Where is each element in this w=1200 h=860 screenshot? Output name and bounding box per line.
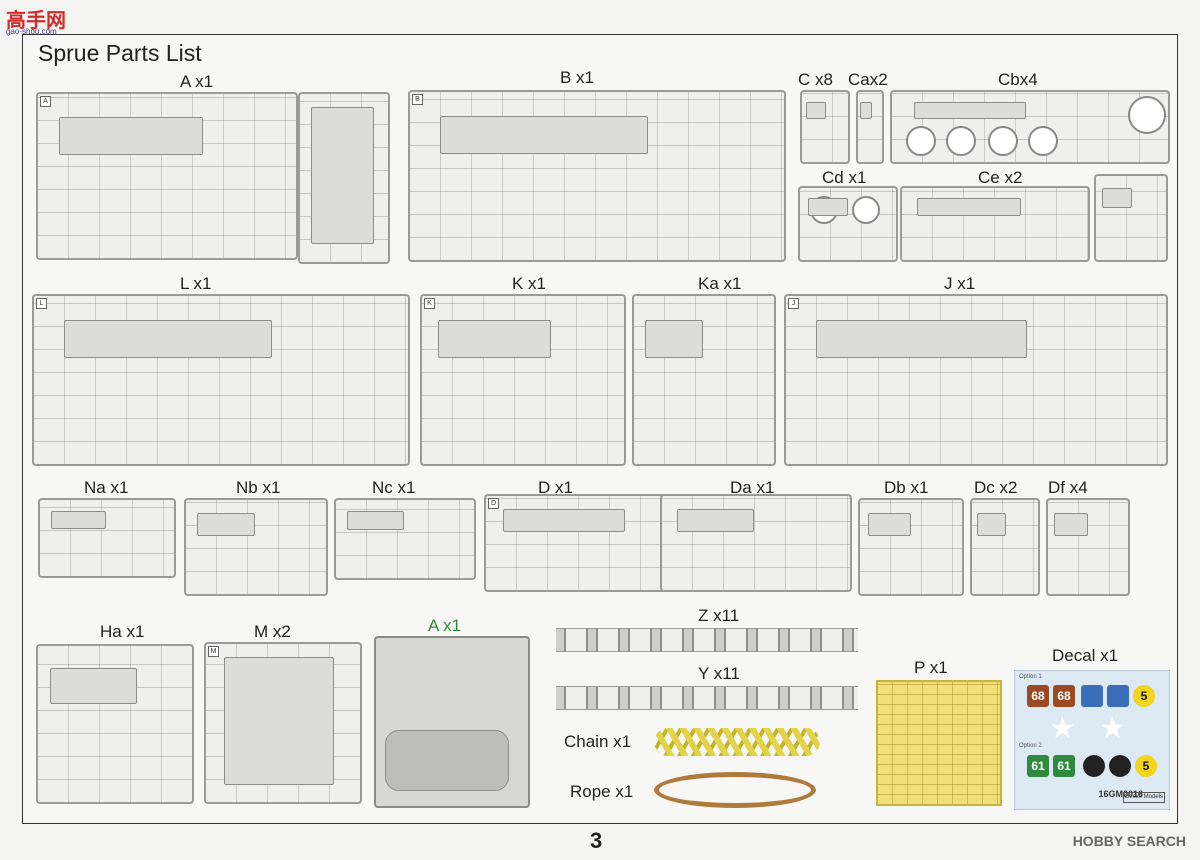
track-links-y bbox=[556, 686, 858, 710]
sprue-l: L bbox=[32, 294, 410, 466]
sprue-dc bbox=[970, 498, 1040, 596]
decal-number-5: 5 bbox=[1133, 685, 1155, 707]
label-sprue-l: L x1 bbox=[180, 274, 212, 293]
decal-option-1-label: Option 1 bbox=[1019, 674, 1042, 680]
sprue-m-tag: M bbox=[208, 646, 219, 657]
decal-brand-logo: Gecko Models bbox=[1122, 792, 1165, 803]
sprue-db bbox=[858, 498, 964, 596]
label-rope: Rope x1 bbox=[570, 782, 634, 801]
road-wheel-icon bbox=[946, 126, 976, 156]
sprue-da bbox=[660, 494, 852, 592]
decal-emblem-icon bbox=[1107, 685, 1129, 707]
sprue-na bbox=[38, 498, 176, 578]
label-sprue-ka: Ka x1 bbox=[698, 274, 742, 293]
idler-wheel-icon bbox=[810, 196, 838, 224]
label-sprue-c: C x8 bbox=[798, 70, 833, 89]
decal-number-61: 61 bbox=[1027, 755, 1049, 777]
decal-emblem-icon bbox=[1081, 685, 1103, 707]
label-sprue-z: Z x11 bbox=[698, 606, 740, 625]
rope-icon bbox=[654, 772, 816, 808]
label-decal: Decal x1 bbox=[1052, 646, 1119, 665]
sprue-cb bbox=[890, 90, 1170, 164]
sprue-j-tag: J bbox=[788, 298, 799, 309]
label-photo-etch-p: P x1 bbox=[914, 658, 948, 677]
idler-wheel-icon bbox=[852, 196, 880, 224]
decal-sheet-code: 16GM0016 bbox=[1098, 789, 1143, 799]
label-sprue-db: Db x1 bbox=[884, 478, 929, 497]
label-sprue-ca: Cax2 bbox=[848, 70, 888, 89]
sprue-a-tag: A bbox=[40, 96, 51, 107]
decal-emblem-icon bbox=[1109, 755, 1131, 777]
decal-sheet: Option 1 68 68 5 ★ ★ Option 2 61 61 5 16… bbox=[1014, 670, 1170, 810]
sprue-b-tag: B bbox=[412, 94, 423, 105]
label-sprue-na: Na x1 bbox=[84, 478, 129, 497]
sprue-c bbox=[800, 90, 850, 164]
photo-etch-sheet-p bbox=[876, 680, 1002, 806]
page-title: Sprue Parts List bbox=[38, 40, 202, 66]
track-links-z bbox=[556, 628, 858, 652]
drive-sprocket-icon bbox=[1128, 96, 1166, 134]
sprue-l-tag: L bbox=[36, 298, 47, 309]
road-wheel-icon bbox=[1028, 126, 1058, 156]
label-sprue-y: Y x11 bbox=[698, 664, 740, 683]
label-sprue-nb: Nb x1 bbox=[236, 478, 281, 497]
decal-number-68: 68 bbox=[1027, 685, 1049, 707]
sprue-k: K bbox=[420, 294, 626, 466]
sprue-a-resin bbox=[374, 636, 530, 808]
sprue-df bbox=[1046, 498, 1130, 596]
watermark-logo-sub: gao-shou.com bbox=[6, 27, 57, 36]
sprue-ce bbox=[900, 186, 1090, 262]
sprue-a: A bbox=[36, 92, 298, 260]
sprue-b: B bbox=[408, 90, 786, 262]
page-number: 3 bbox=[590, 828, 603, 853]
label-sprue-cb: Cbx4 bbox=[998, 70, 1038, 89]
sprue-m: M bbox=[204, 642, 362, 804]
label-sprue-b: B x1 bbox=[560, 68, 595, 87]
sprue-a-hull bbox=[298, 92, 390, 264]
sprue-k-tag: K bbox=[424, 298, 435, 309]
sprue-nc bbox=[334, 498, 476, 580]
sprue-c-extra bbox=[1094, 174, 1168, 262]
label-sprue-ha: Ha x1 bbox=[100, 622, 145, 641]
label-sprue-m: M x2 bbox=[254, 622, 291, 641]
sprue-ca bbox=[856, 90, 884, 164]
sprue-j: J bbox=[784, 294, 1168, 466]
sprue-cd bbox=[798, 186, 898, 262]
chain-icon bbox=[654, 728, 820, 756]
label-sprue-nc: Nc x1 bbox=[372, 478, 416, 497]
sprue-ha bbox=[36, 644, 194, 804]
label-sprue-cd: Cd x1 bbox=[822, 168, 867, 187]
label-sprue-a-resin: A x1 bbox=[428, 616, 462, 635]
label-chain: Chain x1 bbox=[564, 732, 632, 751]
watermark-logo-bottom: HOBBY SEARCH bbox=[1072, 833, 1186, 849]
road-wheel-icon bbox=[906, 126, 936, 156]
decal-star-icon: ★ bbox=[1049, 712, 1076, 745]
decal-option-2-label: Option 2 bbox=[1019, 743, 1042, 749]
label-sprue-df: Df x4 bbox=[1048, 478, 1088, 497]
label-sprue-j: J x1 bbox=[944, 274, 976, 293]
decal-star-icon: ★ bbox=[1099, 712, 1126, 745]
label-sprue-k: K x1 bbox=[512, 274, 547, 293]
sprue-ka bbox=[632, 294, 776, 466]
decal-number-61: 61 bbox=[1053, 755, 1075, 777]
sprue-d-tag: D bbox=[488, 498, 499, 509]
decal-emblem-icon bbox=[1083, 755, 1105, 777]
label-sprue-a: A x1 bbox=[180, 72, 214, 91]
label-sprue-da: Da x1 bbox=[730, 478, 775, 497]
watermark-logo-top: 高手网 bbox=[6, 10, 66, 32]
decal-number-68: 68 bbox=[1053, 685, 1075, 707]
sprue-nb bbox=[184, 498, 328, 596]
label-sprue-dc: Dc x2 bbox=[974, 478, 1018, 497]
label-sprue-d: D x1 bbox=[538, 478, 573, 497]
decal-number-5: 5 bbox=[1135, 755, 1157, 777]
road-wheel-icon bbox=[988, 126, 1018, 156]
label-sprue-ce: Ce x2 bbox=[978, 168, 1023, 187]
